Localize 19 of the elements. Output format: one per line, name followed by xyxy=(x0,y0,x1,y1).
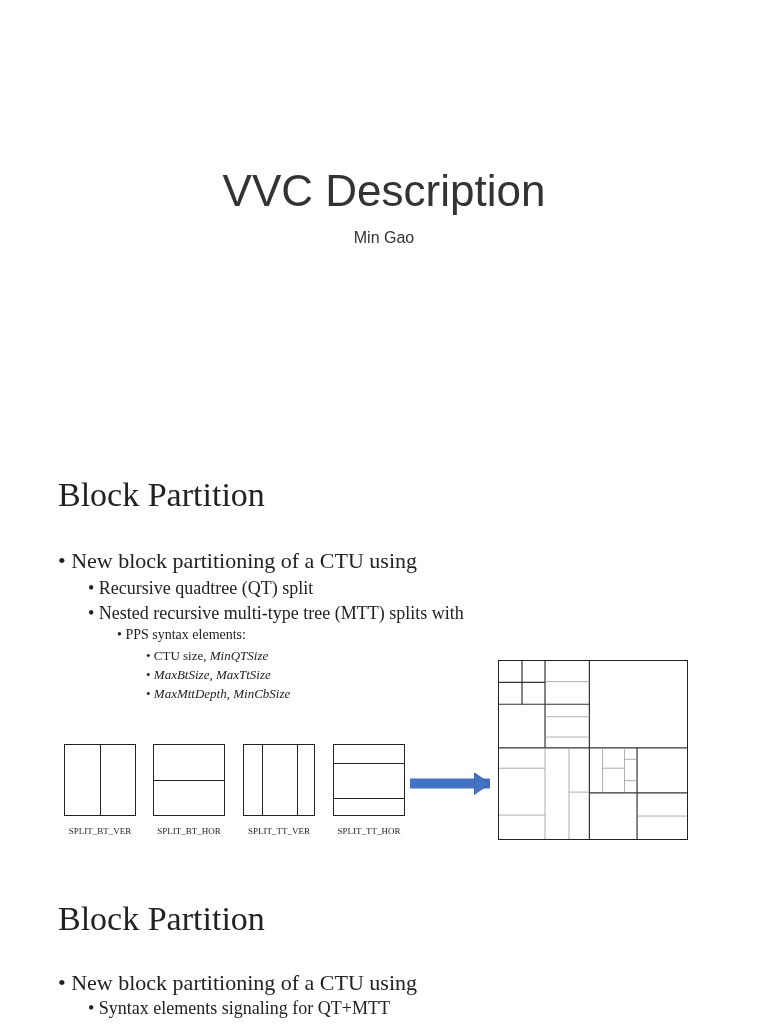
slide-heading: Block Partition xyxy=(58,476,265,514)
split-caption: SPLIT_TT_HOR xyxy=(336,826,402,836)
split-caption: SPLIT_BT_VER xyxy=(67,826,133,836)
bullet-text: • CTU size, MinQTSize xyxy=(146,648,269,664)
bullet-text: • MaxMttDepth, MinCbSize xyxy=(146,686,291,702)
split-caption: SPLIT_BT_HOR xyxy=(156,826,222,836)
subtitle: Min Gao xyxy=(352,229,416,247)
arrow xyxy=(410,772,491,795)
bullet-text: • Recursive quadtree (QT) split xyxy=(88,578,314,599)
bullet-text: • New block partitioning of a CTU using xyxy=(58,970,418,996)
title: VVC Description xyxy=(221,166,547,216)
bullet-text: • PPS syntax elements: xyxy=(117,627,246,643)
slide-heading: Block Partition xyxy=(58,900,265,938)
split-caption: SPLIT_TT_VER xyxy=(247,826,311,836)
bullet-text: • New block partitioning of a CTU using xyxy=(58,548,418,574)
partition-drawing xyxy=(498,660,688,840)
bullet-text: • MaxBtSize, MaxTtSize xyxy=(146,667,271,683)
bullet-text: • Syntax elements signaling for QT+MTT xyxy=(88,998,390,1019)
bullet-text: • Nested recursive multi-type tree (MTT) splits with xyxy=(88,603,464,624)
